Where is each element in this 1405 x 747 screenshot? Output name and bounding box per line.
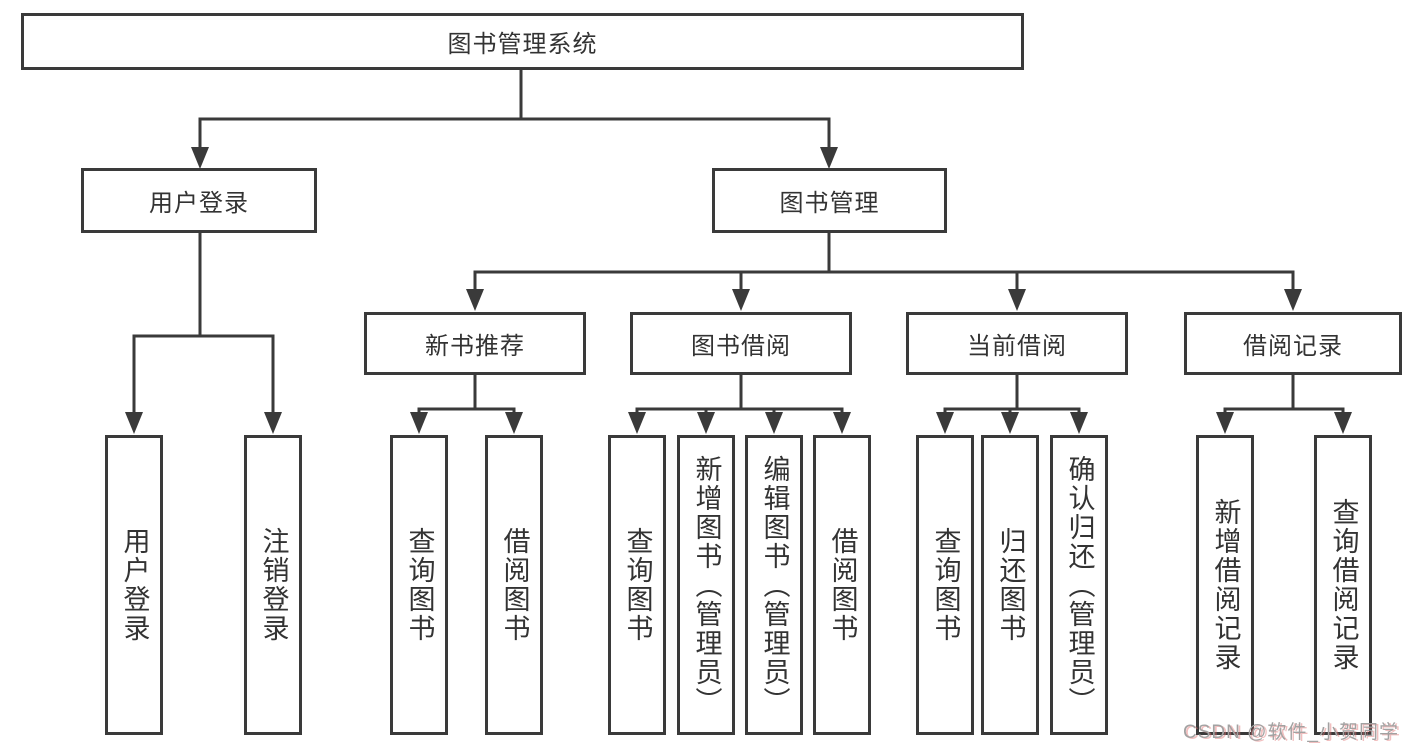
csdn-watermark: CSDN @软件_小贺同学	[1183, 722, 1399, 743]
leaf-edit-book-admin-label: 编辑图书（管理员）	[759, 454, 790, 716]
leaf-user-login: 用户登录	[105, 435, 163, 735]
leaf-logout-label: 注销登录	[258, 527, 289, 643]
leaf-query-books-recommend: 查询图书	[390, 435, 448, 735]
leaf-return-book: 归还图书	[981, 435, 1039, 735]
leaf-query-books-recommend-label: 查询图书	[404, 527, 435, 643]
node-new-book-recommendation-label: 新书推荐	[425, 333, 525, 360]
leaf-add-book-admin: 新增图书（管理员）	[677, 435, 735, 735]
leaf-confirm-return-admin-label: 确认归还（管理员）	[1064, 454, 1095, 716]
leaf-query-books-borrow-label: 查询图书	[622, 527, 653, 643]
leaf-add-borrow-record-label: 新增借阅记录	[1210, 498, 1241, 672]
node-current-borrowing: 当前借阅	[906, 312, 1128, 375]
leaf-borrow-books: 借阅图书	[813, 435, 871, 735]
node-user-login-label: 用户登录	[149, 190, 249, 217]
leaf-logout: 注销登录	[244, 435, 302, 735]
leaf-borrow-books-label: 借阅图书	[827, 527, 858, 643]
node-library-system-label: 图书管理系统	[447, 31, 598, 58]
leaf-query-borrow-record: 查询借阅记录	[1314, 435, 1372, 735]
node-book-borrowing-label: 图书借阅	[691, 333, 791, 360]
leaf-return-book-label: 归还图书	[995, 527, 1026, 643]
arrowheads	[125, 147, 1352, 434]
leaf-query-books-borrow: 查询图书	[608, 435, 666, 735]
leaf-query-borrow-record-label: 查询借阅记录	[1328, 498, 1359, 672]
node-library-system: 图书管理系统	[21, 13, 1024, 70]
leaf-add-borrow-record: 新增借阅记录	[1196, 435, 1254, 735]
leaf-user-login-label: 用户登录	[119, 527, 150, 643]
node-new-book-recommendation: 新书推荐	[364, 312, 586, 375]
node-user-login: 用户登录	[81, 168, 317, 233]
node-borrowing-records: 借阅记录	[1184, 312, 1402, 375]
node-book-borrowing: 图书借阅	[630, 312, 852, 375]
leaf-query-books-current-label: 查询图书	[930, 527, 961, 643]
node-book-management: 图书管理	[712, 168, 947, 233]
leaf-query-books-current: 查询图书	[916, 435, 974, 735]
node-borrowing-records-label: 借阅记录	[1243, 333, 1343, 360]
leaf-edit-book-admin: 编辑图书（管理员）	[745, 435, 803, 735]
leaf-borrow-books-recommend-label: 借阅图书	[499, 527, 530, 643]
node-current-borrowing-label: 当前借阅	[967, 333, 1067, 360]
leaf-add-book-admin-label: 新增图书（管理员）	[691, 454, 722, 716]
node-book-management-label: 图书管理	[779, 190, 880, 217]
leaf-confirm-return-admin: 确认归还（管理员）	[1050, 435, 1108, 735]
leaf-borrow-books-recommend: 借阅图书	[485, 435, 543, 735]
